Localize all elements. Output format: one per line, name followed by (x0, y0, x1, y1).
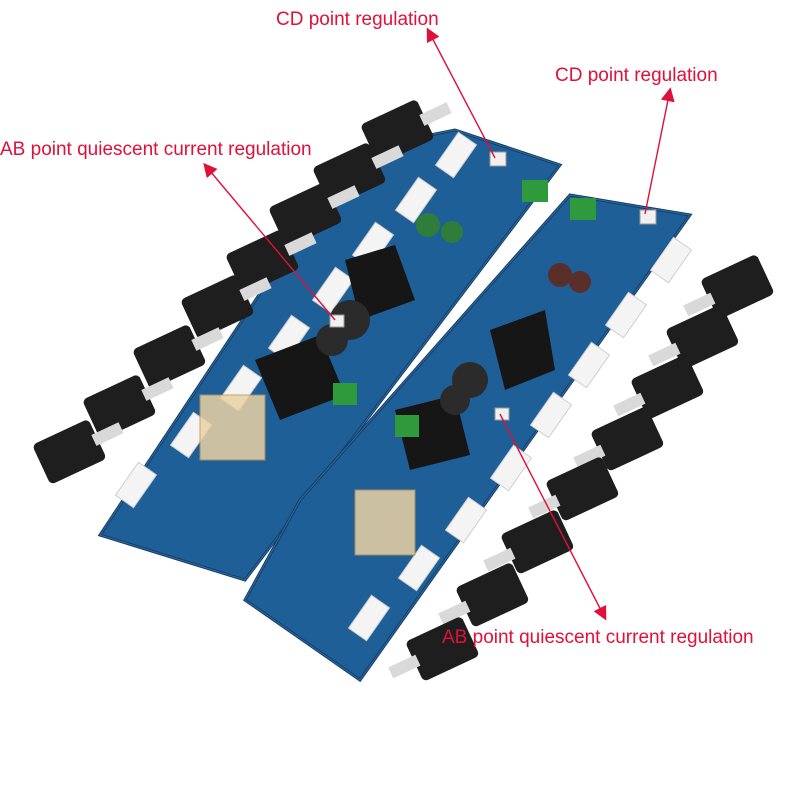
electrolytic-capacitors (316, 213, 591, 415)
right-transistor-row (388, 255, 774, 681)
ab-point-regulation-label-left: AB point quiescent current regulation (0, 139, 312, 160)
right-pcb-board (243, 193, 693, 683)
cd-point-regulation-label-top: CD point regulation (276, 9, 439, 30)
green-terminals (333, 180, 596, 437)
annotation-arrows (203, 27, 675, 621)
arrow-ab-bottom (499, 413, 607, 621)
cd-point-regulation-label-right: CD point regulation (555, 65, 718, 86)
arrow-cd-top (426, 27, 496, 159)
arrow-ab-left (203, 162, 336, 321)
ab-point-regulation-label-bottom: AB point quiescent current regulation (442, 627, 754, 648)
trimmer-potentiometers (329, 151, 657, 421)
arrow-cd-right (644, 87, 675, 215)
left-transistor-row (33, 100, 452, 484)
right-power-resistors (347, 236, 693, 642)
relays (199, 394, 416, 556)
